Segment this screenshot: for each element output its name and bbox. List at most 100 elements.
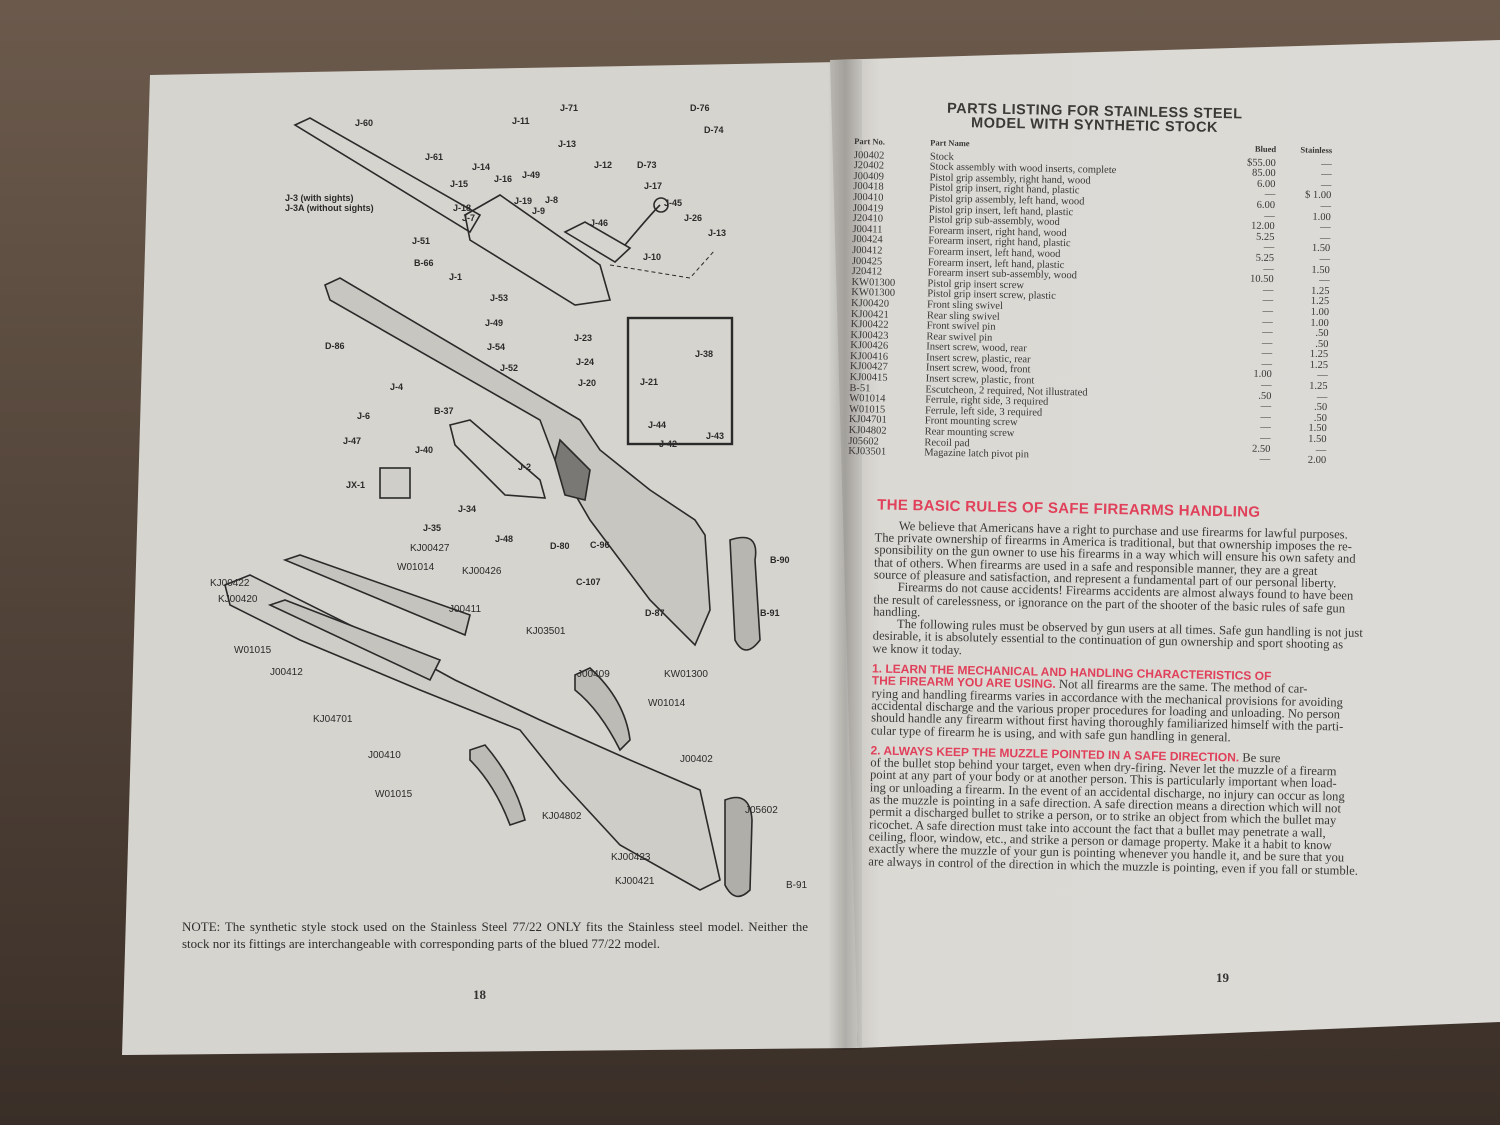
part-callout: W01015 <box>375 789 413 800</box>
grip-insert-right <box>574 667 631 752</box>
part-callout: C-96 <box>590 540 610 550</box>
part-callout: J-14 <box>472 162 491 172</box>
part-callout: J-16 <box>494 174 513 184</box>
part-callout: J05602 <box>745 805 778 816</box>
part-callout: J-54 <box>487 342 506 352</box>
part-callout: J00412 <box>270 667 303 678</box>
part-callout: J-38 <box>695 349 714 359</box>
wood-stock <box>324 277 711 647</box>
synthetic-recoil-pad <box>724 796 753 898</box>
part-callout: D-87 <box>645 608 665 618</box>
parts-table: Part No. Part Name Blued Stainless J0040… <box>848 136 1332 467</box>
part-callout: JX-1 <box>346 480 366 490</box>
part-callout: J-48 <box>495 534 514 544</box>
magazine <box>379 467 411 499</box>
part-callout: J-6 <box>357 411 371 421</box>
stock-note: NOTE: The synthetic style stock used on … <box>182 919 808 951</box>
part-callout: KJ04701 <box>313 714 353 725</box>
part-callout: J-44 <box>648 420 667 430</box>
part-callout: J-4 <box>390 382 404 392</box>
page-number-left: 18 <box>473 987 486 1002</box>
part-callout: KJ04802 <box>542 811 582 822</box>
part-callout: KJ00420 <box>218 594 258 605</box>
page-number-right: 19 <box>1216 970 1229 985</box>
part-callout: J00411 <box>449 604 482 615</box>
part-callout: KJ00427 <box>410 543 450 554</box>
part-callout: J-21 <box>640 377 659 387</box>
part-number: KJ03501 <box>848 446 887 458</box>
receiver <box>464 194 612 306</box>
part-callout: KJ03501 <box>526 626 566 637</box>
part-callout: W01014 <box>397 562 435 573</box>
part-callout: J-2 <box>518 462 532 472</box>
part-callout: KJ00426 <box>462 566 502 577</box>
checkering <box>554 438 591 501</box>
part-callout: J-60 <box>355 118 374 128</box>
part-callout: J-42 <box>659 439 678 449</box>
part-callout: D-76 <box>690 103 710 113</box>
col-stainless: Stainless <box>1300 144 1333 156</box>
part-callout: J-19 <box>514 196 533 206</box>
part-callout: J-71 <box>560 103 579 113</box>
part-callout: J-43 <box>706 431 725 441</box>
part-callout: J-34 <box>458 504 477 514</box>
blued-price: — <box>1259 454 1271 466</box>
part-callout: J-3A (without sights) <box>285 203 374 213</box>
part-callout: KJ00421 <box>615 876 655 887</box>
recoil-pad <box>729 536 761 651</box>
part-callout: J-35 <box>423 523 442 533</box>
part-callout: J-61 <box>425 152 444 162</box>
part-callout: J-52 <box>500 363 519 373</box>
part-callout: J-23 <box>574 333 593 343</box>
part-callout: B-66 <box>414 258 434 268</box>
part-callout: D-74 <box>704 125 724 135</box>
part-callout: D-73 <box>637 160 657 170</box>
part-callout: J00402 <box>680 754 713 765</box>
part-callout: B-37 <box>434 406 454 416</box>
synthetic-stock <box>224 574 721 891</box>
part-callout: KW01300 <box>664 669 708 680</box>
part-callout: J-13 <box>708 228 727 238</box>
part-callout: W01015 <box>234 645 272 656</box>
part-callout: B-91 <box>760 608 780 618</box>
part-callout: J-1 <box>449 272 463 282</box>
forearm-insert-right <box>282 554 471 637</box>
part-callout: J-53 <box>490 293 509 303</box>
bolt-handle <box>624 204 661 246</box>
part-callout: J-40 <box>415 445 434 455</box>
part-callout: J-3 (with sights) <box>285 193 354 203</box>
part-callout: J-11 <box>512 116 530 126</box>
book-gutter <box>828 60 862 1050</box>
part-callout: J-26 <box>684 213 703 223</box>
trigger-guard <box>449 419 547 499</box>
part-callout: J-15 <box>450 179 469 189</box>
part-callout: J-9 <box>532 206 546 216</box>
part-callout: J00410 <box>368 750 401 761</box>
part-callout: J00409 <box>577 669 610 680</box>
bolt <box>563 221 632 263</box>
part-callout: J-12 <box>594 160 613 170</box>
intro-text: We believe that Americans have a right t… <box>872 519 1474 666</box>
part-callout: J-8 <box>545 195 559 205</box>
part-callout: J-18 <box>453 203 472 213</box>
inset-box <box>626 316 734 446</box>
part-callout: J-49 <box>485 318 504 328</box>
part-callout: J-51 <box>412 236 431 246</box>
part-callout: D-80 <box>550 541 570 551</box>
part-callout: J-7 <box>462 213 476 223</box>
part-callout: C-107 <box>576 577 601 587</box>
part-callout: J-47 <box>343 436 362 446</box>
part-callout: J-10 <box>643 252 662 262</box>
part-callout: J-45 <box>664 198 683 208</box>
part-callout: J-13 <box>558 139 577 149</box>
part-callout: J-46 <box>590 218 609 228</box>
part-callout: KJ00423 <box>611 852 651 863</box>
right-page-content: PARTS LISTING FOR STAINLESS STEEL MODEL … <box>840 100 1495 879</box>
forearm-insert-left <box>267 599 442 682</box>
part-callout: B-90 <box>770 555 790 565</box>
part-callout: J-17 <box>644 181 663 191</box>
stainless-price: 2.00 <box>1307 454 1327 467</box>
rule-1: 1. LEARN THE MECHANICAL AND HANDLING CHA… <box>871 662 1472 748</box>
